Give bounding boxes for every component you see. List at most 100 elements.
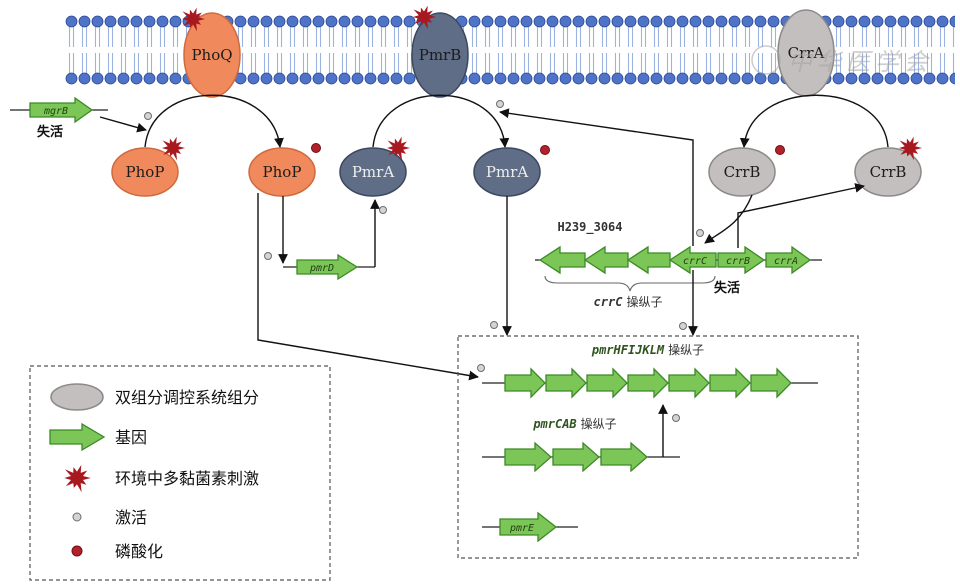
- mgrb-to-phop-arrow: [99, 116, 147, 133]
- pmrh-gene-arrow: [545, 367, 587, 399]
- activation-dot: [490, 321, 498, 329]
- pmrh-gene-arrow: [586, 367, 628, 399]
- phop-ellipse: [248, 147, 316, 197]
- phoq-phosphorylation-arrow: [144, 94, 284, 148]
- pmrc-operon-gene-text: pmrCAB: [532, 417, 576, 431]
- crra-phosphorylation-arrow: [739, 94, 889, 148]
- legend-item-gene: 基因: [115, 428, 147, 447]
- crrb-inactivated-label: 失活: [714, 280, 740, 296]
- operon-word: 操纵子: [668, 342, 704, 357]
- mgrb-gene-arrow: [29, 96, 94, 124]
- pmra-inactive: PmrA: [339, 136, 410, 197]
- crrc-operon-gene-arrow: [583, 245, 629, 275]
- mgrb-gene-group: mgrB 失活: [10, 96, 108, 140]
- phop-label: PhoP: [126, 163, 165, 181]
- activation-dot: [264, 252, 272, 260]
- activation-dot-icon: [72, 512, 82, 522]
- polymyxin-burst-icon: [64, 464, 91, 493]
- mgrb-label: mgrB: [43, 106, 68, 117]
- crrc-operon-gene-arrow: [538, 245, 586, 275]
- legend-item-activation: 激活: [115, 508, 147, 527]
- pmrc-gene-arrow: [600, 441, 648, 473]
- legend: 双组分调控系统组分 基因 环境中多黏菌素刺激 激活 磷酸化: [29, 365, 331, 581]
- pmrh-gene-arrow: [709, 367, 751, 399]
- crrb-gene-to-crrb-arrow: [737, 183, 865, 248]
- phop-phosphorylated: PhoP: [248, 143, 321, 197]
- pmrd-label: pmrD: [309, 263, 334, 274]
- phoq-label: PhoQ: [191, 46, 232, 64]
- pmrb-sensor: PmrB: [411, 5, 469, 98]
- crra-gene-label: crrA: [774, 256, 798, 267]
- pmrc-gene-arrow: [504, 441, 552, 473]
- crrb-gene-label: crrB: [726, 256, 750, 267]
- pmrc-gene-arrow: [552, 441, 600, 473]
- crrb-label: CrrB: [724, 163, 761, 181]
- operon-word: 操纵子: [626, 294, 662, 309]
- pmra-ellipse: [339, 147, 407, 197]
- crrb-label: CrrB: [870, 163, 907, 181]
- activation-dot: [679, 322, 687, 330]
- crrb-gene-arrow: [717, 245, 766, 275]
- activation-dot: [144, 112, 152, 120]
- pmrb-phosphorylation-arrow: [372, 94, 510, 148]
- phosphorylation-dot: [311, 143, 321, 153]
- legend-box: [29, 365, 331, 581]
- activation-dot: [379, 206, 387, 214]
- pmra-phosphorylated: PmrA: [473, 145, 550, 197]
- crrb-to-crrc-arrow: [704, 194, 753, 244]
- activation-dot: [477, 364, 485, 372]
- mgrb-inactivated-label: 失活: [37, 124, 63, 140]
- phosphorylation-dot: [540, 145, 550, 155]
- pmrh-gene-arrow: [504, 367, 546, 399]
- phoq-ellipse: [183, 12, 241, 98]
- pmrh-operon-gene-text: pmrHFIJKLM: [591, 343, 665, 357]
- pmrb-ellipse: [411, 12, 469, 98]
- crrc-operon-gene-arrow: [626, 245, 671, 275]
- target-operons-box: [457, 335, 859, 559]
- legend-item-phosphorylation: 磷酸化: [115, 542, 163, 561]
- crrc-operon-brace: [544, 275, 716, 292]
- pmre-gene-arrow: [499, 511, 558, 543]
- crrb-ellipse: [854, 147, 922, 197]
- crrb-inactive: CrrB: [854, 136, 922, 197]
- pmrb-label: PmrB: [419, 46, 462, 64]
- pmrh-gene-arrow: [627, 367, 669, 399]
- crrc-operon-gene-text: crrC: [594, 295, 624, 309]
- phop-inactive: PhoP: [111, 136, 185, 197]
- crrc-gene-arrow: [668, 245, 717, 275]
- activation-dot: [672, 414, 680, 422]
- locus-tag-label: H239_3064: [557, 220, 622, 235]
- pmrc-operon-label: pmrCAB 操纵子: [532, 416, 616, 431]
- pmra-label: PmrA: [486, 163, 528, 181]
- phop-to-pmrh-operon-arrow: [257, 193, 479, 381]
- pmrh-gene-arrow: [668, 367, 710, 399]
- crrc-to-pmrb-arrow: [499, 108, 694, 246]
- watermark-text: 中华医学会: [788, 48, 933, 76]
- legend-item-tcs-component: 双组分调控系统组分: [115, 388, 259, 407]
- crrb-phosphorylated: CrrB: [708, 145, 785, 197]
- crra-sensor: CrrA: [777, 9, 835, 97]
- watermark-seal-icon: [751, 45, 781, 75]
- crrc-label: crrC: [683, 256, 707, 267]
- activation-dot: [496, 100, 504, 108]
- pmre-label: pmrE: [509, 523, 534, 534]
- crrb-ellipse: [708, 147, 776, 197]
- phop-ellipse: [111, 147, 179, 197]
- gene-arrow-icon: [49, 422, 106, 452]
- phoq-sensor: PhoQ: [182, 7, 241, 98]
- pmrh-gene-arrow: [750, 367, 792, 399]
- phosphorylation-dot: [775, 145, 785, 155]
- operon-word: 操纵子: [581, 416, 617, 431]
- pmra-label: PmrA: [352, 163, 394, 181]
- phop-label: PhoP: [263, 163, 302, 181]
- legend-item-polymyxin-stimulus: 环境中多黏菌素刺激: [115, 469, 259, 488]
- activation-dot: [696, 229, 704, 237]
- phosphorylation-dot-icon: [71, 545, 83, 557]
- crra-gene-arrow: [765, 245, 812, 275]
- tcs-component-ellipse-icon: [50, 383, 104, 411]
- crra-label: CrrA: [788, 44, 825, 62]
- journal-watermark: 中华医学会: [751, 45, 933, 76]
